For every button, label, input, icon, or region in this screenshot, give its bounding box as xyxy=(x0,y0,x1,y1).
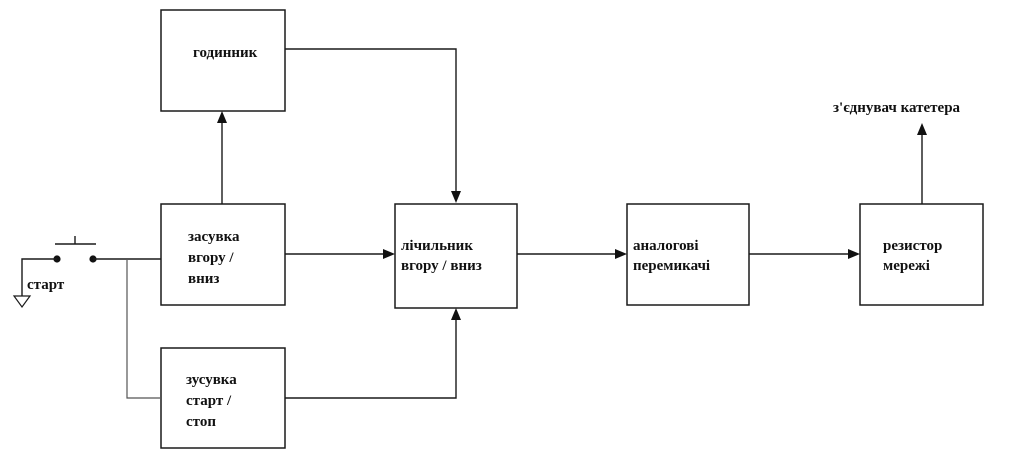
ground-icon xyxy=(12,258,57,309)
updown-latch-label-3: вниз xyxy=(188,271,219,287)
updown-latch-block: засувка вгору / вниз xyxy=(160,203,286,306)
clock-block: годинник xyxy=(160,9,286,112)
startstop-latch-label-1: зусувка xyxy=(186,372,237,388)
arrow-clock-to-counter xyxy=(285,48,461,203)
arrow-updown-latch-to-clock xyxy=(217,111,227,204)
resistor-network-block: резистор мережі xyxy=(859,203,984,306)
startstop-latch-label-2: старт / xyxy=(186,393,232,409)
arrow-analog-switches-to-resistor-network xyxy=(749,249,860,259)
counter-label-1: лічильник xyxy=(401,238,473,254)
clock-label: годинник xyxy=(193,45,258,61)
arrow-counter-to-analog-switches xyxy=(517,249,627,259)
startstop-latch-label-3: стоп xyxy=(186,414,216,430)
start-switch xyxy=(53,236,97,263)
arrow-updown-latch-to-counter xyxy=(285,249,395,259)
wire-switch-to-startstop-latch xyxy=(126,259,161,399)
resistor-network-label-1: резистор xyxy=(883,238,942,254)
resistor-network-label-2: мережі xyxy=(883,258,930,274)
startstop-latch-block: зусувка старт / стоп xyxy=(160,347,286,449)
updown-latch-label-1: засувка xyxy=(188,229,240,245)
start-label: старт xyxy=(27,277,65,293)
catheter-connector-label: з'єднувач катетера xyxy=(833,100,961,116)
arrow-resistor-network-to-catheter-connector xyxy=(917,123,927,204)
analog-switches-block: аналогові перемикачі xyxy=(626,203,750,306)
analog-switches-label-1: аналогові xyxy=(633,238,699,254)
updown-latch-label-2: вгору / xyxy=(188,250,234,266)
counter-block: лічильник вгору / вниз xyxy=(394,203,518,309)
counter-label-2: вгору / вниз xyxy=(401,258,482,274)
analog-switches-label-2: перемикачі xyxy=(633,258,710,274)
arrow-startstop-latch-to-counter xyxy=(285,308,461,399)
